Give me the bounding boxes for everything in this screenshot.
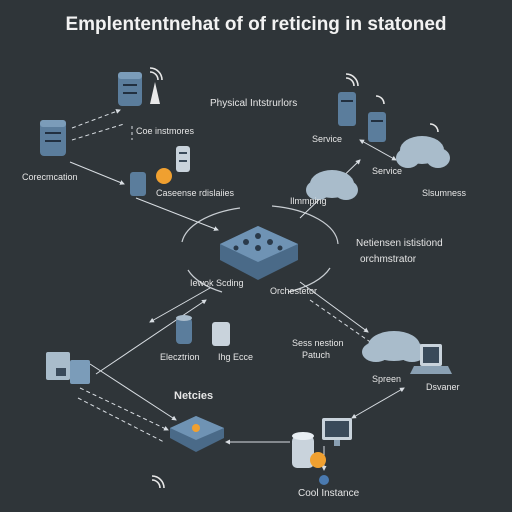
corecmcation-label: Corecmcation [22,172,78,182]
laptop-icon [410,344,452,374]
connector [135,197,219,231]
server-stack-icon [338,92,386,142]
wifi-icon [151,475,165,489]
monitor-icon [322,418,352,446]
server-stack-icon [40,120,66,156]
connector [71,109,121,129]
ihg-ecce-label: Ihg Ecce [218,352,254,362]
hub-orbit [181,205,339,293]
service-mid-label: Service [372,166,403,176]
hub-icon [220,226,298,280]
coe-label: Coe instmores [136,126,195,136]
cool-instance-dot [319,475,329,485]
page-title: Emplententnehat of of reticing in staton… [65,14,447,35]
orchestetor-label: Orchestetor [270,286,318,296]
connector [359,139,397,161]
patuch-label: Patuch [302,350,331,360]
slsumness-label: Slsumness [422,188,467,198]
seas-label: Sess nestion [292,338,344,348]
connector [89,363,177,421]
ilmmping-label: Ilmmping [290,196,327,206]
cool-instance-label: Cool Instance [298,488,360,499]
connector [299,281,369,333]
service-left-label: Service [312,134,343,144]
desktop-icon [46,352,90,384]
database-icon [176,315,230,346]
physical-label: Physical Intstrurlors [210,98,298,109]
cloud-icon [306,170,358,200]
netensen-label: Netiensen ististiond [356,238,443,249]
cloud-icon [362,331,426,362]
database-icon [292,432,326,468]
connector [77,397,165,443]
connector [351,387,405,419]
caseense-label: Caseense rdislaiies [156,188,235,198]
connector [95,299,207,375]
connector [69,161,125,185]
elecztrion-label: Elecztrion [160,352,200,362]
wifi-icon [345,73,439,133]
server-stack-icon [118,72,142,106]
cell-tower-icon [150,82,160,104]
server-stack-icon [130,146,190,196]
orchmstrator-label: orchmstrator [360,254,417,265]
connector [71,123,125,141]
connector [79,387,169,431]
newok-label: Iewok Scding [190,278,244,288]
spreen-label: Spreen [372,374,402,384]
router-icon [170,416,224,452]
dsvaner-label: Dsvaner [426,382,460,392]
wifi-icon [149,67,163,81]
connectors [69,109,405,471]
netcies-label: Netcies [174,390,214,402]
connector [149,287,211,323]
cloud-icon [396,136,450,168]
